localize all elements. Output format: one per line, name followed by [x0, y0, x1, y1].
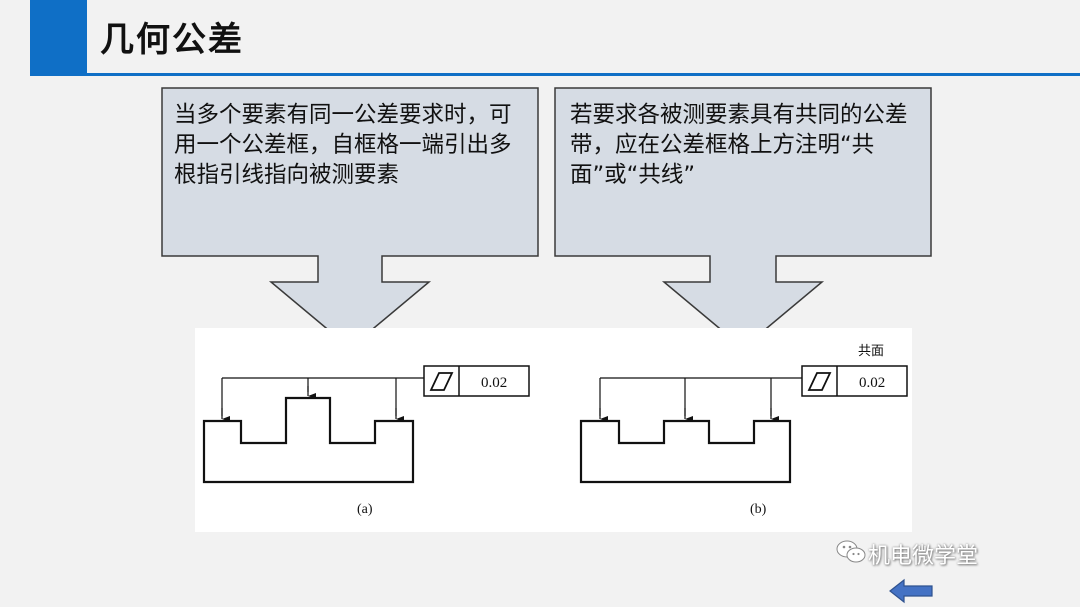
figure-b-note: 共面: [858, 344, 884, 359]
tolerance-drawings: 0.02 (a) 0.02 共面 (b): [202, 344, 908, 517]
back-arrow-button[interactable]: [888, 578, 934, 604]
callout-a-text: 当多个要素有同一公差要求时，可用一个公差框，自框格一端引出多根指引线指向被测要素: [174, 102, 512, 188]
watermark-text: 机电微学堂: [868, 544, 979, 569]
figure-b-part-outline: [579, 419, 792, 484]
figure-panel: 0.02 (a) 0.02 共面 (b): [195, 328, 912, 532]
page-title: 几何公差: [100, 20, 244, 60]
title-underline: [87, 73, 1080, 76]
figure-a-part-outline: [202, 396, 415, 484]
figure-a: 0.02 (a): [202, 365, 530, 517]
callout-a-shape: [161, 87, 539, 349]
flatness-icon: [429, 372, 454, 391]
callout-b-shape: [554, 87, 932, 349]
callout-b-text: 若要求各被测要素具有共同的公差带，应在公差框格上方注明“共面”或“共线”: [570, 102, 908, 188]
figure-b-caption: (b): [750, 502, 767, 517]
figure-a-tolerance-frame: [423, 365, 530, 397]
flatness-icon: [807, 372, 832, 391]
figure-b-leader-lines: [599, 377, 802, 416]
figure-a-leader-lines: [221, 377, 424, 416]
figure-b: 0.02 共面 (b): [579, 344, 908, 517]
figure-b-tolerance-frame: [801, 365, 908, 397]
wechat-icon: [836, 540, 866, 563]
figure-b-tolerance-value: 0.02: [859, 375, 885, 391]
figure-a-caption: (a): [357, 502, 373, 517]
left-arrow-icon: [889, 578, 933, 604]
figure-a-tolerance-value: 0.02: [481, 375, 507, 391]
title-accent-bar: [30, 0, 87, 76]
